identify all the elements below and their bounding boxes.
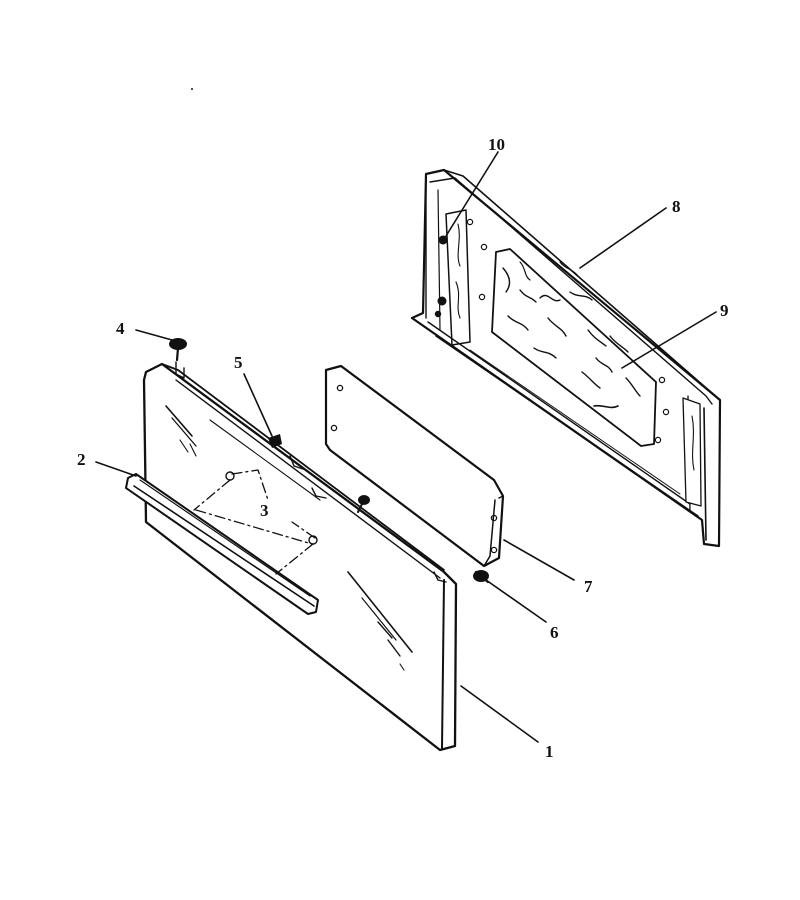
outer-door-panel <box>142 361 458 752</box>
callout-7: 7 <box>584 577 593 596</box>
callout-numbers: 1 2 3 4 5 6 7 8 9 10 <box>77 135 729 761</box>
screw-outer-panel <box>357 495 370 513</box>
handle-mounting-points <box>193 469 318 575</box>
callout-8: 8 <box>672 197 681 216</box>
leader-10 <box>445 151 499 237</box>
leader-lines <box>95 151 717 743</box>
callout-5: 5 <box>234 353 243 372</box>
inner-glass-window <box>491 248 657 447</box>
callout-6: 6 <box>550 623 559 642</box>
leader-2 <box>95 461 137 477</box>
screw-5 <box>268 434 282 448</box>
door-handle <box>125 473 319 615</box>
leader-5 <box>243 373 273 437</box>
leader-6 <box>485 579 547 623</box>
leader-7 <box>503 539 575 581</box>
left-bracket <box>445 209 471 346</box>
callout-10: 10 <box>488 135 505 154</box>
right-bracket <box>682 397 702 507</box>
leader-1 <box>460 685 539 743</box>
screw-head <box>434 310 442 318</box>
callout-3: 3 <box>260 501 269 520</box>
callout-9: 9 <box>720 301 729 320</box>
middle-glass-panel <box>324 364 505 568</box>
callout-1: 1 <box>545 742 554 761</box>
leader-3 <box>195 509 313 545</box>
speck <box>191 88 193 90</box>
callout-2: 2 <box>77 450 86 469</box>
leader-8 <box>579 207 667 269</box>
leader-4 <box>135 329 173 341</box>
leader-9 <box>621 311 717 369</box>
screw-4 <box>169 338 187 362</box>
screw-head <box>437 296 447 306</box>
screw-head <box>438 235 448 245</box>
callout-4: 4 <box>116 319 125 338</box>
